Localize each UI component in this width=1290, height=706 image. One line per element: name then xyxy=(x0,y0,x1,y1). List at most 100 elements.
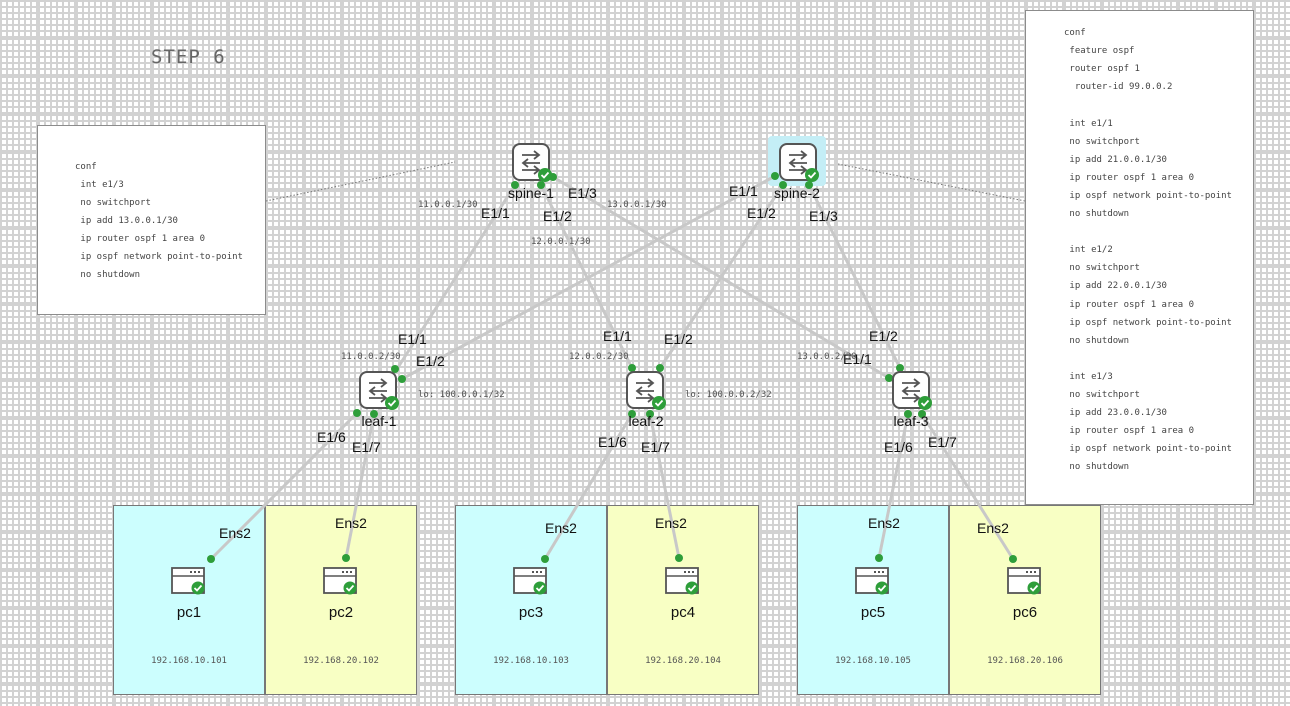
check-circle-icon xyxy=(918,396,932,410)
port-dot xyxy=(885,374,893,382)
ip-label: 12.0.0.2/30 xyxy=(569,352,629,362)
port-dot xyxy=(918,410,926,418)
pc6-device[interactable] xyxy=(1007,567,1041,595)
port-dot xyxy=(541,555,549,563)
port-label: E1/6 xyxy=(884,439,913,455)
port-label: E1/2 xyxy=(543,208,572,224)
port-label: Ens2 xyxy=(219,525,251,541)
pc-label: pc5 xyxy=(860,604,886,621)
port-dot xyxy=(207,555,215,563)
check-circle-icon xyxy=(533,581,547,595)
pc-ip: 192.168.10.101 xyxy=(151,656,227,666)
port-label: E1/6 xyxy=(598,434,627,450)
leaf-3-device[interactable] xyxy=(892,371,932,411)
link-leaf2-pc4 xyxy=(648,413,681,559)
check-circle-icon xyxy=(191,581,205,595)
port-label: Ens2 xyxy=(655,515,687,531)
port-dot xyxy=(1009,555,1017,563)
spine-1-label: spine-1 xyxy=(508,185,554,201)
port-label: E1/3 xyxy=(809,208,838,224)
port-label: Ens2 xyxy=(977,520,1009,536)
pc-box-pc3[interactable]: pc3 192.168.10.103 xyxy=(455,505,607,695)
config-line: no shutdown xyxy=(1064,335,1130,346)
config-line: no shutdown xyxy=(75,270,141,280)
link-spine1-leaf2 xyxy=(539,184,634,369)
pc-label: pc4 xyxy=(670,604,696,621)
port-dot xyxy=(805,181,813,189)
pc2-device[interactable] xyxy=(323,567,357,595)
port-label: E1/6 xyxy=(317,429,346,445)
port-label: E1/1 xyxy=(603,328,632,344)
pc-box-pc5[interactable]: pc5 192.168.10.105 xyxy=(797,505,949,695)
pc4-device[interactable] xyxy=(665,567,699,595)
port-dot xyxy=(391,365,399,373)
pc-label: pc1 xyxy=(176,604,202,621)
port-label: E1/2 xyxy=(416,353,445,369)
port-label: E1/2 xyxy=(664,331,693,347)
ip-label: 11.0.0.2/30 xyxy=(341,352,401,362)
config-line: router ospf 1 xyxy=(1064,64,1140,75)
port-dot xyxy=(353,409,361,417)
config-line: int e1/2 xyxy=(1064,245,1113,256)
port-label: E1/3 xyxy=(568,185,597,201)
pc-box-pc1[interactable]: pc1 192.168.10.101 xyxy=(113,505,265,695)
leaf-2-device[interactable] xyxy=(626,371,666,411)
pc1-device[interactable] xyxy=(171,567,205,595)
config-line: ip ospf network point-to-point xyxy=(1064,190,1232,201)
pc-ip: 192.168.10.103 xyxy=(493,656,569,666)
check-circle-icon xyxy=(538,168,552,182)
pc-label: pc2 xyxy=(328,604,354,621)
check-circle-icon xyxy=(343,581,357,595)
config-line: conf xyxy=(75,162,97,172)
port-label: E1/1 xyxy=(843,351,872,367)
spine-1-device[interactable] xyxy=(512,143,552,183)
port-dot xyxy=(675,554,683,562)
link-leaf1-pc2 xyxy=(344,413,376,559)
pc-ip: 192.168.20.106 xyxy=(987,656,1063,666)
config-line: no switchport xyxy=(1064,136,1140,147)
port-label: E1/7 xyxy=(641,439,670,455)
pc-box-pc4[interactable]: pc4 192.168.20.104 xyxy=(607,505,759,695)
port-label: E1/2 xyxy=(747,205,776,221)
port-dot xyxy=(875,554,883,562)
config-line: ip ospf network point-to-point xyxy=(1064,317,1232,328)
config-line: no switchport xyxy=(1064,390,1140,400)
spine-2-device[interactable] xyxy=(779,143,819,183)
leaf-1-device[interactable] xyxy=(359,371,399,411)
link-spine2-leaf2 xyxy=(658,184,785,369)
ip-label: 11.0.0.1/30 xyxy=(418,200,478,210)
pc-ip: 192.168.20.104 xyxy=(645,656,721,666)
check-circle-icon xyxy=(385,396,399,410)
dotted-leader-right xyxy=(837,163,1026,202)
pc-box-pc6[interactable]: pc6 192.168.20.106 xyxy=(949,505,1101,695)
link-leaf3-pc6 xyxy=(920,413,1015,560)
config-line: ip router ospf 1 area 0 xyxy=(1064,426,1195,437)
port-dot xyxy=(656,364,664,372)
port-dot xyxy=(398,375,406,383)
config-line: int e1/3 xyxy=(75,180,124,190)
config-line: ip add 22.0.0.1/30 xyxy=(1064,281,1167,292)
loopback-label: lo: 100.0.0.1/32 xyxy=(418,390,505,400)
dotted-leader-left xyxy=(265,161,456,202)
port-dot xyxy=(342,554,350,562)
port-dot xyxy=(370,410,378,418)
config-line: conf xyxy=(1064,28,1086,38)
server-pc-icon xyxy=(1007,567,1041,594)
check-circle-icon xyxy=(805,168,819,182)
leaf-3-label: leaf-3 xyxy=(893,413,929,429)
config-line: no shutdown xyxy=(1064,209,1130,219)
pc3-device[interactable] xyxy=(513,567,547,595)
config-line: no shutdown xyxy=(1064,462,1130,473)
ip-label: 13.0.0.2/30 xyxy=(797,352,857,362)
port-dot xyxy=(904,410,912,418)
check-circle-icon xyxy=(685,581,699,595)
config-line: ip router ospf 1 area 0 xyxy=(75,234,206,244)
step-title: STEP 6 xyxy=(151,46,226,68)
port-dot xyxy=(896,364,904,372)
config-line: ip add 23.0.0.1/30 xyxy=(1064,408,1167,419)
pc5-device[interactable] xyxy=(855,567,889,595)
pc-ip: 192.168.20.102 xyxy=(303,656,379,666)
pc-box-pc2[interactable]: pc2 192.168.20.102 xyxy=(265,505,417,695)
port-label: E1/7 xyxy=(352,439,381,455)
